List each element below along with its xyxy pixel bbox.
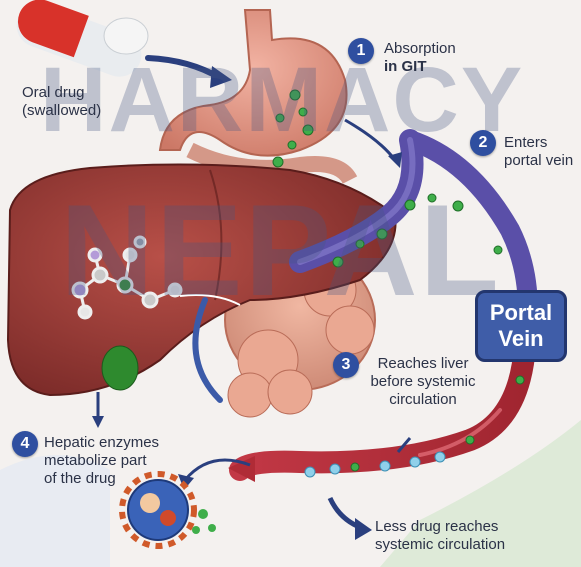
less-drug-label: Less drug reaches systemic circulation (375, 518, 505, 554)
step2-badge: 2 (470, 130, 496, 156)
gallbladder (102, 346, 138, 390)
step3-line2: before systemic (364, 373, 482, 391)
step2-label: Enters portal vein (504, 134, 581, 170)
step4-badge: 4 (12, 431, 38, 457)
less-drug-line2: systemic circulation (375, 536, 505, 554)
step4-label: Hepatic enzymes metabolize part of the d… (44, 434, 159, 488)
step1-line2: in GIT (384, 58, 456, 76)
step4-line1: Hepatic enzymes (44, 434, 159, 452)
portal-vein-box: Portal Vein (475, 290, 567, 362)
less-drug-line1: Less drug reaches (375, 518, 505, 536)
step3-line1: Reaches liver (364, 355, 482, 373)
step4-line2: metabolize part (44, 452, 159, 470)
portal-vein-line2: Vein (478, 326, 564, 352)
step2-line1: Enters (504, 134, 581, 152)
step3-label: Reaches liver before systemic circulatio… (364, 355, 482, 409)
oral-drug-line2: (swallowed) (22, 102, 101, 120)
step1-badge: 1 (348, 38, 374, 64)
portal-vein-line1: Portal (478, 300, 564, 326)
step2-line2: portal vein (504, 152, 581, 170)
step3-line3: circulation (364, 391, 482, 409)
oral-drug-line1: Oral drug (22, 84, 101, 102)
step1-line1: Absorption (384, 40, 456, 58)
oral-drug-label: Oral drug (swallowed) (22, 84, 101, 120)
step3-badge: 3 (333, 352, 359, 378)
step1-label: Absorption in GIT (384, 40, 456, 76)
step4-line3: of the drug (44, 470, 159, 488)
